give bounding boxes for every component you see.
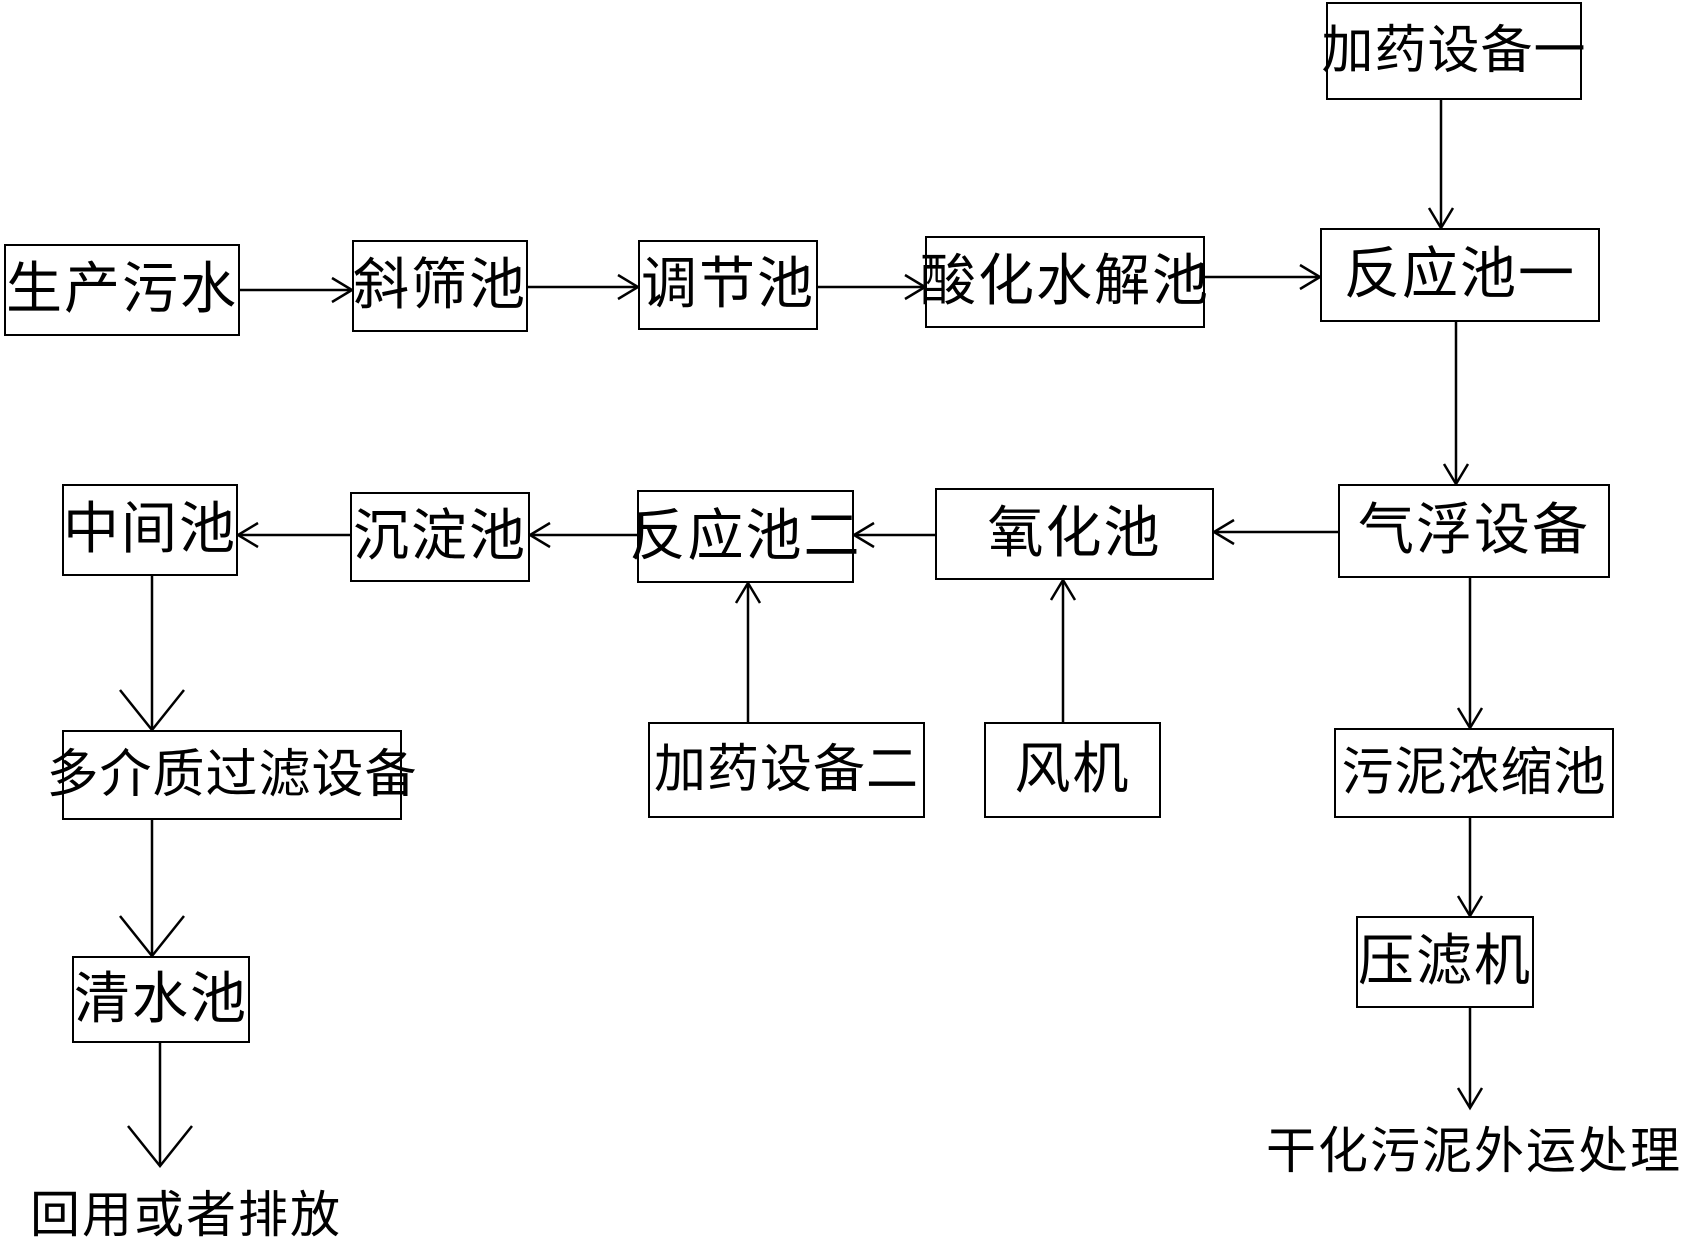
arrow-multimedia-filter-to-clear-water <box>119 820 185 959</box>
node-sludge-thickener: 污泥浓缩池 <box>1334 728 1614 818</box>
node-sedimentation-label: 沉淀池 <box>353 504 527 569</box>
node-multimedia-filter: 多介质过滤设备 <box>47 730 417 820</box>
node-oxidation-label: 氧化池 <box>987 501 1162 566</box>
node-dosing-1-label: 加药设备一 <box>1321 21 1587 81</box>
arrow-hydrolysis-to-reaction-1 <box>1205 263 1323 291</box>
node-reaction-2: 反应池二 <box>630 490 860 583</box>
node-regulating-label: 调节池 <box>641 252 815 317</box>
node-dosing-2-label: 加药设备二 <box>653 740 919 800</box>
node-blower-label: 风机 <box>1014 737 1131 802</box>
node-sludge-thickener-label: 污泥浓缩池 <box>1341 743 1607 803</box>
node-sedimentation: 沉淀池 <box>350 492 530 582</box>
arrow-clear-water-to-reuse <box>127 1043 193 1169</box>
node-regulating: 调节池 <box>638 240 818 330</box>
arrow-air-flotation-to-sludge-thickener <box>1456 578 1484 731</box>
node-reaction-1-label: 反应池一 <box>1344 242 1576 307</box>
node-multimedia-filter-label: 多介质过滤设备 <box>46 745 418 805</box>
arrow-oxidation-to-reaction-2 <box>851 521 935 549</box>
arrow-regulating-to-hydrolysis <box>818 273 928 301</box>
node-oxidation: 氧化池 <box>935 488 1214 580</box>
arrow-dosing-1-to-reaction-1 <box>1427 100 1455 231</box>
arrow-air-flotation-to-oxidation <box>1211 518 1338 546</box>
arrow-inclined-screen-to-regulating <box>528 273 641 301</box>
arrow-wastewater-to-inclined-screen <box>238 276 355 304</box>
terminal-reuse-or-discharge: 回用或者排放 <box>30 1186 342 1244</box>
node-dosing-1: 加药设备一 <box>1322 2 1586 100</box>
node-air-flotation: 气浮设备 <box>1338 484 1610 578</box>
node-hydrolysis-label: 酸化水解池 <box>920 249 1210 314</box>
node-clear-water-label: 清水池 <box>74 966 248 1032</box>
node-air-flotation-label: 气浮设备 <box>1358 498 1590 563</box>
arrow-reaction-2-to-sedimentation <box>527 521 637 549</box>
node-filter-press-label: 压滤机 <box>1358 929 1532 994</box>
node-reaction-2-label: 反应池二 <box>629 503 862 569</box>
node-inclined-screen: 斜筛池 <box>352 240 528 332</box>
arrow-sludge-thickener-to-filter-press <box>1456 818 1484 919</box>
node-clear-water: 清水池 <box>72 956 250 1043</box>
arrow-reaction-1-to-air-flotation <box>1442 322 1470 487</box>
node-wastewater-label: 生产污水 <box>6 257 238 322</box>
arrow-sedimentation-to-intermediate <box>235 521 350 549</box>
arrow-blower-to-oxidation <box>1049 577 1077 722</box>
node-filter-press: 压滤机 <box>1356 916 1534 1008</box>
node-inclined-screen-label: 斜筛池 <box>353 253 527 318</box>
node-reaction-1: 反应池一 <box>1320 228 1600 322</box>
node-intermediate: 中间池 <box>62 484 238 576</box>
node-dosing-2: 加药设备二 <box>648 722 925 818</box>
node-intermediate-label: 中间池 <box>63 497 237 562</box>
node-hydrolysis: 酸化水解池 <box>920 236 1208 328</box>
arrow-intermediate-to-multimedia-filter <box>119 576 185 733</box>
node-wastewater: 生产污水 <box>4 244 240 336</box>
arrow-filter-press-to-sludge-transport <box>1456 1008 1484 1111</box>
terminal-sludge-transport: 干化污泥外运处理 <box>1266 1122 1682 1180</box>
arrow-dosing-2-to-reaction-2 <box>734 580 762 722</box>
node-blower: 风机 <box>984 722 1161 818</box>
